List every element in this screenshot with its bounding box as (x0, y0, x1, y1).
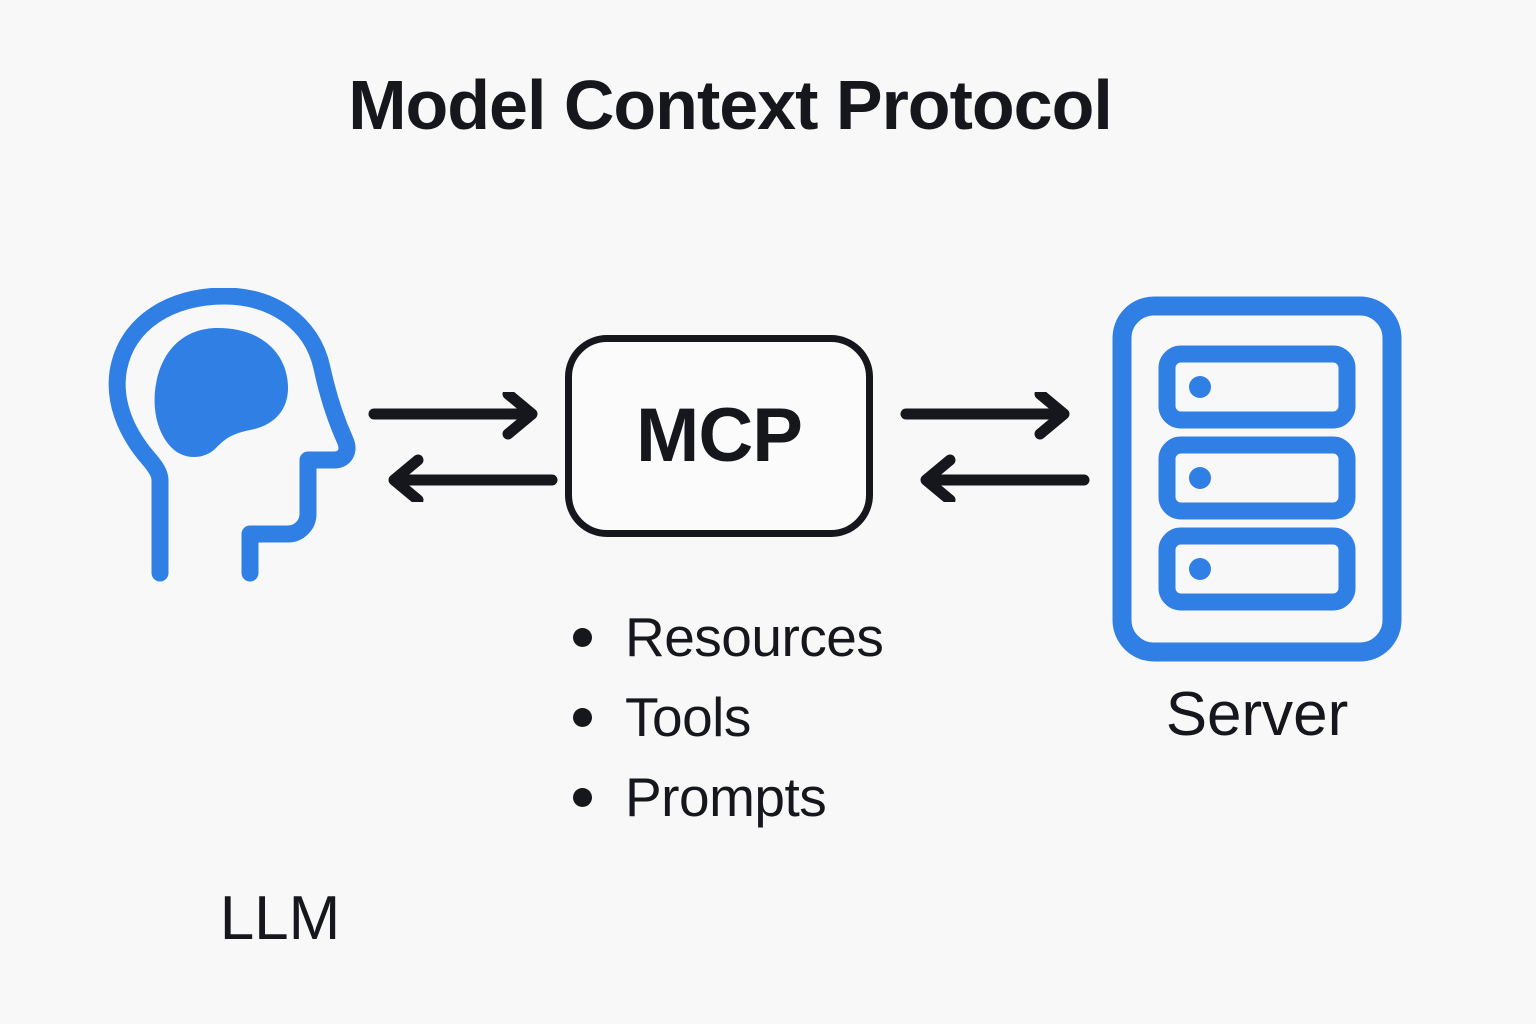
server-rack-icon (1112, 296, 1402, 662)
mcp-label: MCP (636, 393, 803, 478)
status-led-icon (1189, 376, 1211, 398)
mcp-server-arrows (900, 388, 1090, 506)
bullet-icon (573, 627, 592, 647)
list-item: Resources (565, 597, 1045, 677)
server-bay (1158, 345, 1356, 429)
feature-label: Tools (625, 685, 751, 748)
bullet-icon (573, 787, 592, 807)
server-bay (1158, 527, 1356, 611)
feature-label: Prompts (625, 765, 827, 828)
mcp-feature-list: Resources Tools Prompts (565, 597, 1045, 837)
server-bay (1158, 436, 1356, 520)
brain-head-icon (100, 287, 370, 588)
list-item: Prompts (565, 757, 1045, 837)
bullet-icon (573, 707, 592, 727)
list-item: Tools (565, 677, 1045, 757)
status-led-icon (1189, 558, 1211, 580)
llm-node: LLM (100, 287, 370, 950)
page-title: Model Context Protocol (348, 66, 1113, 144)
server-node: Server (1112, 296, 1402, 766)
mcp-box[interactable]: MCP (565, 335, 873, 537)
status-led-icon (1189, 467, 1211, 489)
feature-label: Resources (625, 605, 884, 668)
llm-mcp-arrows (368, 388, 558, 506)
llm-label: LLM (219, 884, 341, 953)
server-label: Server (1165, 680, 1349, 749)
